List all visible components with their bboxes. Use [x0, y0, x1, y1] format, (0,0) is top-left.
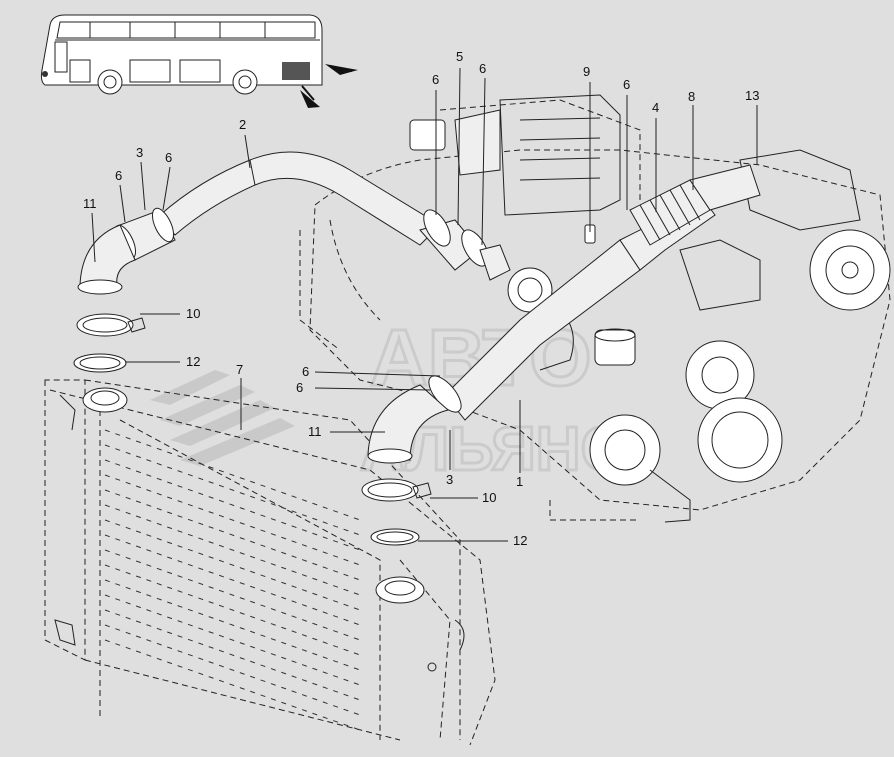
- callout-10: 10: [482, 490, 497, 505]
- callout-5: 5: [456, 49, 464, 64]
- bus-thumbnail: [40, 14, 323, 95]
- callout-6: 6: [623, 77, 631, 92]
- callout-3: 3: [446, 472, 454, 487]
- callout-11: 11: [83, 196, 97, 211]
- callout-12: 12: [186, 354, 201, 369]
- callout-8: 8: [688, 89, 696, 104]
- clamp-ring-upper: [73, 313, 146, 373]
- callout-12: 12: [513, 533, 528, 548]
- callout-11: 11: [308, 424, 322, 439]
- clamp-ring-lower: [361, 478, 432, 546]
- callout-10: 10: [186, 306, 201, 321]
- callout-6: 6: [296, 380, 304, 395]
- elbow-lower: [367, 384, 450, 464]
- callout-1: 1: [516, 474, 524, 489]
- callout-7: 7: [236, 362, 244, 377]
- callout-6: 6: [432, 72, 440, 87]
- callout-3: 3: [136, 145, 144, 160]
- callout-13: 13: [745, 88, 760, 103]
- callout-2: 2: [239, 117, 247, 132]
- bellows-right: [584, 164, 761, 246]
- callout-9: 9: [583, 64, 591, 79]
- leader-lines: [91, 67, 758, 542]
- radiator: [44, 379, 496, 746]
- hose-middle: [409, 109, 511, 281]
- callout-6: 6: [115, 168, 123, 183]
- callout-6: 6: [479, 61, 487, 76]
- callout-6: 6: [302, 364, 310, 379]
- engine-block: [299, 94, 891, 523]
- arrow-icon: [300, 64, 358, 108]
- callout-6: 6: [165, 150, 173, 165]
- callout-4: 4: [652, 100, 660, 115]
- elbow-upper: [77, 224, 136, 295]
